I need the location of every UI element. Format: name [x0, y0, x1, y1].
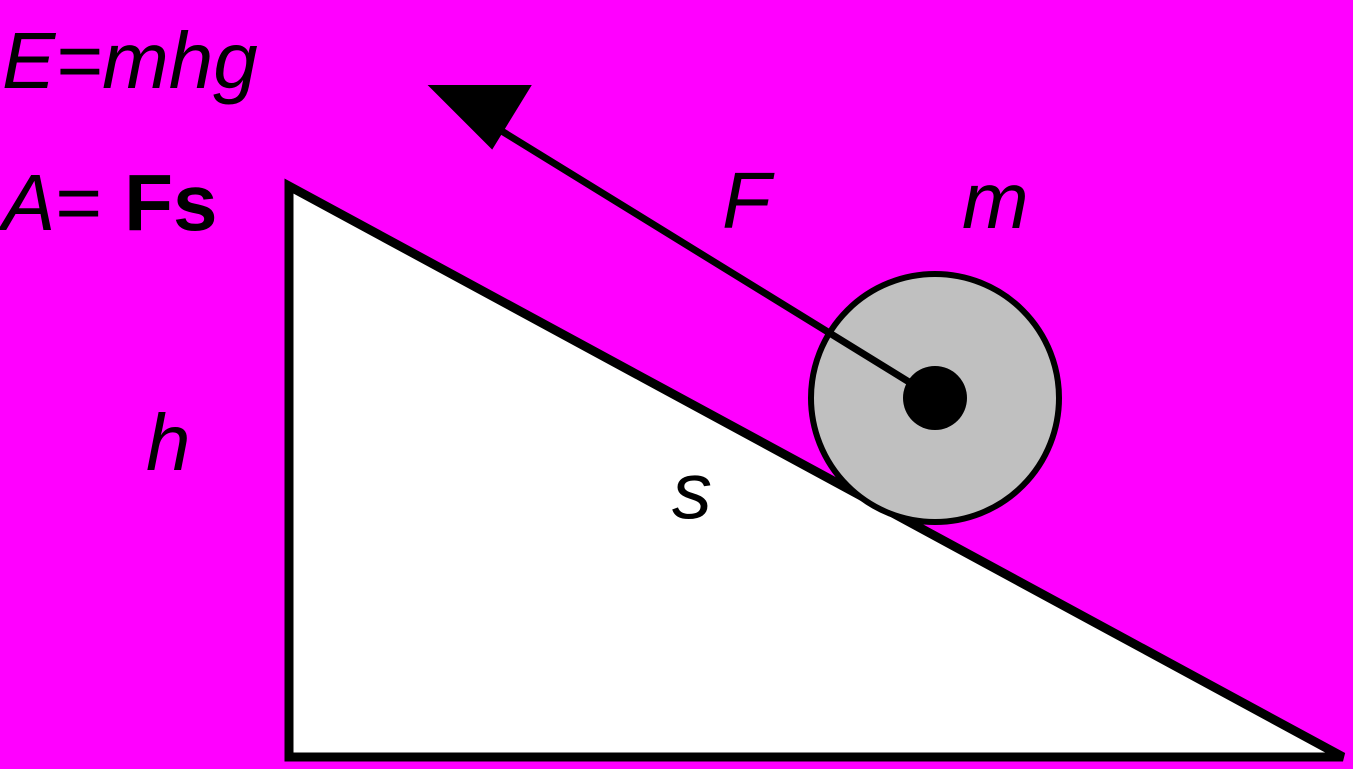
wheel-axle: [903, 366, 967, 430]
formula-work: A=Fs: [0, 158, 217, 247]
force-arrow-head: [427, 85, 532, 150]
height-label: h: [146, 398, 191, 487]
mass-label: m: [962, 156, 1029, 245]
formula-energy-symbol: E: [2, 16, 57, 105]
force-arrow-shaft: [496, 126, 939, 402]
formula-work-symbol: A: [0, 158, 55, 247]
formula-energy: E=mhg: [2, 16, 258, 105]
formula-work-equals: =: [55, 158, 102, 247]
force-label: F: [722, 156, 775, 245]
distance-label: s: [672, 446, 712, 535]
formula-work-fs: Fs: [124, 158, 217, 247]
inclined-plane: [284, 178, 1346, 762]
formula-energy-rest: =mhg: [55, 16, 257, 105]
